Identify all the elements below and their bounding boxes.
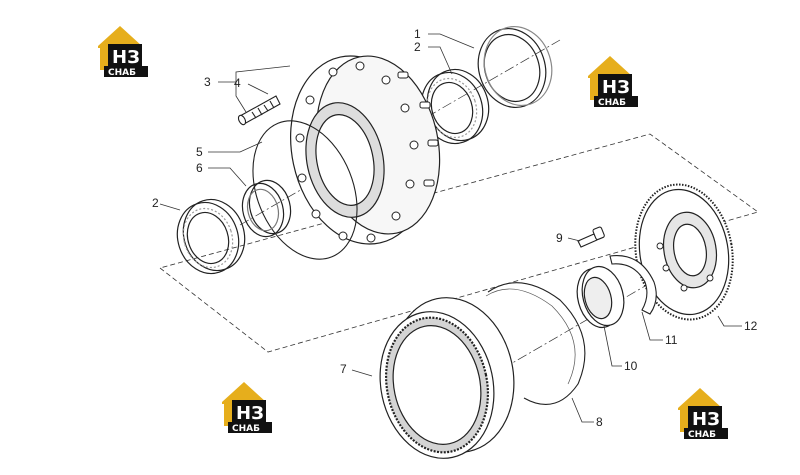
leader-lines: [159, 33, 742, 423]
callout-7: 7: [340, 362, 347, 376]
callout-10: 10: [624, 359, 638, 373]
part-7-internal-gear: [379, 297, 515, 459]
part-11-lock-plate: [609, 254, 657, 315]
wheel-hub-housing: [290, 55, 441, 245]
watermark-logo-top-left: НЗ СНАБ: [98, 26, 148, 78]
callout-2-upper: 2: [414, 40, 421, 54]
callout-1: 1: [414, 27, 421, 41]
callout-9: 9: [556, 231, 563, 245]
callout-2-lower: 2: [152, 196, 159, 210]
callout-4: 4: [234, 76, 241, 90]
callout-3: 3: [204, 75, 211, 89]
part-1-seal-ring: [477, 26, 553, 108]
part-9-bolt: [577, 226, 605, 248]
part-4-stud-bolt: [237, 95, 281, 126]
part-2-bearing-lower: [176, 198, 246, 275]
callout-11: 11: [665, 333, 678, 347]
svg-text:НЗ: НЗ: [602, 77, 630, 98]
watermark-logo-bottom-right: НЗ СНАБ: [678, 388, 728, 440]
part-10-nut: [576, 265, 625, 329]
svg-text:СНАБ: СНАБ: [598, 98, 626, 108]
svg-text:СНАБ: СНАБ: [232, 424, 260, 434]
svg-text:СНАБ: СНАБ: [108, 68, 136, 78]
part-6-sleeve: [241, 179, 292, 238]
callout-12: 12: [744, 319, 758, 333]
watermark-logo-top-right: НЗ СНАБ: [588, 56, 638, 108]
part-8-snap-ring-inner: [485, 288, 576, 385]
svg-text:СНАБ: СНАБ: [688, 430, 716, 440]
part-8-snap-ring: [487, 282, 586, 405]
svg-text:НЗ: НЗ: [112, 47, 140, 68]
svg-text:НЗ: НЗ: [692, 409, 720, 430]
callout-5: 5: [196, 145, 203, 159]
assembly-boundary-line: [159, 133, 759, 353]
svg-text:НЗ: НЗ: [236, 403, 264, 424]
callout-8: 8: [596, 415, 603, 429]
watermark-logo-bottom-left: НЗ СНАБ: [222, 382, 272, 434]
part-5-o-ring: [252, 120, 358, 260]
part-12-ring-gear: [634, 183, 734, 321]
callout-6: 6: [196, 161, 203, 175]
